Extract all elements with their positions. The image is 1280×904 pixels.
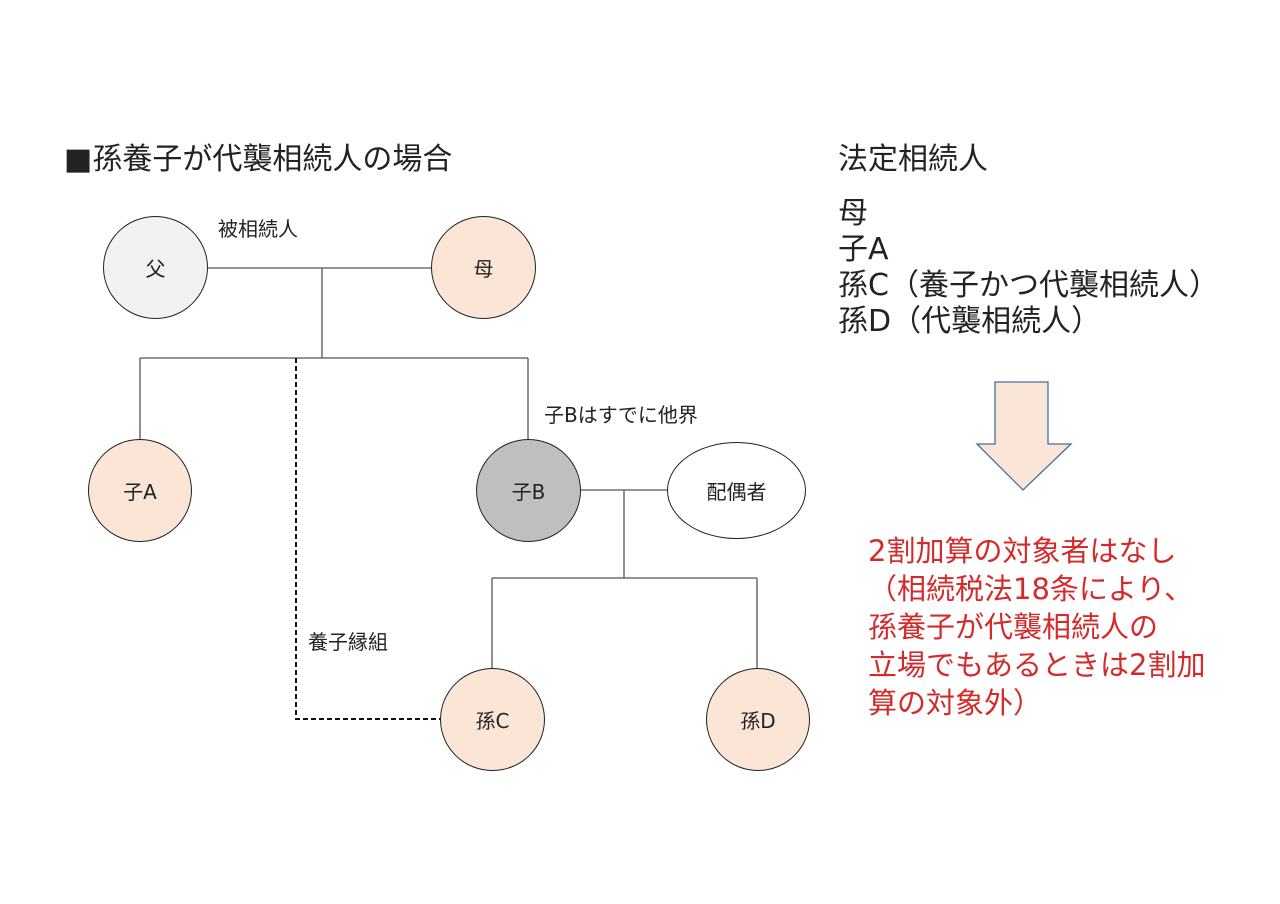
- node-child-b: 子B: [476, 439, 581, 542]
- node-child-a-label: 子A: [123, 480, 157, 504]
- node-father: 父: [103, 216, 208, 319]
- adoption-dashed-line: [295, 358, 441, 720]
- child-b-deceased-label: 子Bはすでに他界: [544, 403, 698, 427]
- node-father-label: 父: [145, 257, 166, 281]
- surcharge-note-line: 立場でもあるときは2割加: [868, 648, 1206, 682]
- legal-heirs-title: 法定相続人: [838, 142, 988, 177]
- node-child-a: 子A: [88, 439, 192, 542]
- surcharge-note: 2割加算の対象者はなし （相続税法18条により、 孫養子が代襲相続人の 立場でも…: [868, 532, 1205, 722]
- node-grandchild-c-label: 孫C: [475, 709, 510, 733]
- legal-heir-item: 子A: [838, 232, 889, 267]
- node-grandchild-d: 孫D: [706, 668, 810, 771]
- surcharge-note-line: 算の対象外）: [868, 686, 1043, 720]
- legal-heir-item: 母: [838, 196, 868, 231]
- node-spouse: 配偶者: [667, 442, 806, 539]
- node-grandchild-c: 孫C: [440, 668, 545, 771]
- down-arrow-icon: [975, 381, 1073, 491]
- legal-heir-item: 孫C（養子かつ代襲相続人）: [838, 268, 1219, 303]
- node-spouse-label: 配偶者: [706, 480, 767, 504]
- diagram-title: ■孫養子が代襲相続人の場合: [64, 142, 453, 177]
- node-mother-label: 母: [473, 257, 494, 281]
- legal-heir-item: 孫D（代襲相続人）: [838, 304, 1102, 339]
- surcharge-note-line: 孫養子が代襲相続人の: [868, 610, 1159, 644]
- decedent-label: 被相続人: [218, 217, 298, 241]
- legal-heirs-list: 母 子A 孫C（養子かつ代襲相続人） 孫D（代襲相続人）: [838, 196, 1219, 340]
- node-grandchild-d-label: 孫D: [740, 709, 776, 733]
- adoption-label: 養子縁組: [308, 630, 388, 654]
- node-child-b-label: 子B: [511, 480, 546, 504]
- surcharge-note-line: （相続税法18条により、: [868, 572, 1194, 606]
- surcharge-note-line: 2割加算の対象者はなし: [868, 534, 1177, 568]
- node-mother: 母: [431, 216, 536, 319]
